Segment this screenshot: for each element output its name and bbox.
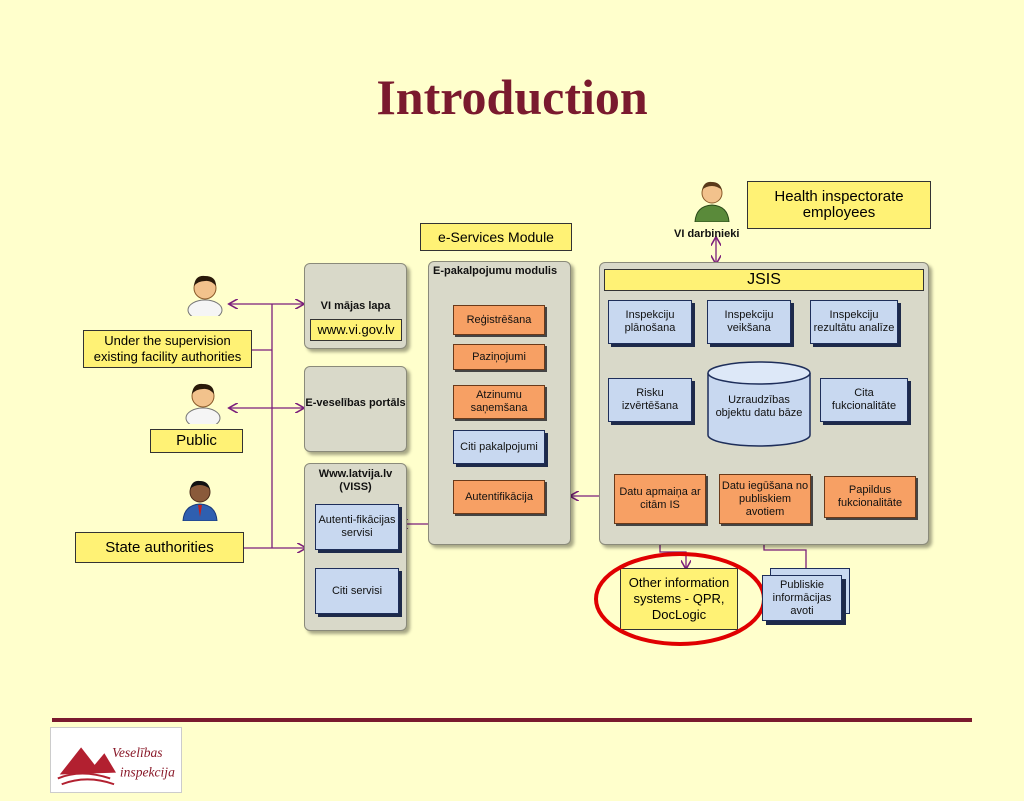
footer-divider [52, 718, 972, 722]
latvija-portal-title: Www.latvija.lv (VISS) [318, 468, 393, 493]
eservice-item: Reģistrēšana [453, 305, 545, 335]
jsis-module: Papildus fukcionalitāte [824, 476, 916, 518]
public-label: Public [150, 429, 243, 453]
supervision-authorities-label: Under the supervision existing facility … [83, 330, 252, 368]
person-icon [694, 181, 730, 222]
health-inspectorate-employees-label: Health inspectorate employees [747, 181, 931, 229]
highlight-ellipse [594, 552, 766, 646]
jsis-panel: JSIS Inspekciju plānošana Inspekciju vei… [599, 262, 929, 545]
jsis-module: Inspekciju plānošana [608, 300, 692, 344]
person-icon [185, 383, 221, 424]
eservice-item: Paziņojumi [453, 344, 545, 370]
person-icon [187, 275, 223, 316]
authentication-services-box: Autenti-fikācijas servisi [315, 504, 399, 550]
jsis-data-exchange: Datu apmaiņa ar citām IS [614, 474, 706, 524]
jsis-module: Cita fukcionalitāte [820, 378, 908, 422]
svg-text:Veselības: Veselības [112, 745, 162, 760]
other-information-systems-box: Other information systems - QPR, DocLogi… [620, 568, 738, 630]
eservice-item: Citi pakalpojumi [453, 430, 545, 464]
jsis-module: Inspekciju rezultātu analīze [810, 300, 898, 344]
vi-website-url[interactable]: www.vi.gov.lv [310, 319, 402, 341]
eservices-module-title: E-pakalpojumu modulis [433, 265, 558, 277]
monitoring-objects-database-label: Uzraudzības objektu datu bāze [715, 394, 803, 419]
jsis-public-data-acquisition: Datu iegūšana no publiskiem avotiem [719, 474, 811, 524]
veselibas-inspekcija-logo: Veselības inspekcija [50, 727, 182, 793]
svg-text:inspekcija: inspekcija [120, 764, 175, 779]
e-health-portal-panel: E-veselības portāls [304, 366, 407, 452]
e-health-portal-title: E-veselības portāls [305, 397, 406, 409]
eservice-item: Atzinumu saņemšana [453, 385, 545, 419]
jsis-module: Inspekciju veikšana [707, 300, 791, 344]
other-services-box: Citi servisi [315, 568, 399, 614]
public-information-sources-box: Publiskie informācijas avoti [762, 575, 842, 621]
vi-website-title: VI mājas lapa [320, 300, 391, 312]
database-cylinder-icon [707, 361, 811, 447]
state-authorities-label: State authorities [75, 532, 244, 563]
eservice-item-authentication: Autentifikācija [453, 480, 545, 514]
slide-title: Introduction [376, 69, 648, 125]
eservices-module-panel: E-pakalpojumu modulis Reģistrēšana Paziņ… [428, 261, 571, 545]
latvija-portal-panel: Www.latvija.lv (VISS) Autenti-fikācijas … [304, 463, 407, 631]
jsis-module: Risku izvērtēšana [608, 378, 692, 422]
vi-website-panel: VI mājas lapa www.vi.gov.lv [304, 263, 407, 349]
eservices-module-label: e-Services Module [420, 223, 572, 251]
businessman-icon [182, 480, 218, 521]
jsis-label: JSIS [604, 269, 924, 291]
employees-icon-caption: VI darbinieki [674, 228, 740, 240]
